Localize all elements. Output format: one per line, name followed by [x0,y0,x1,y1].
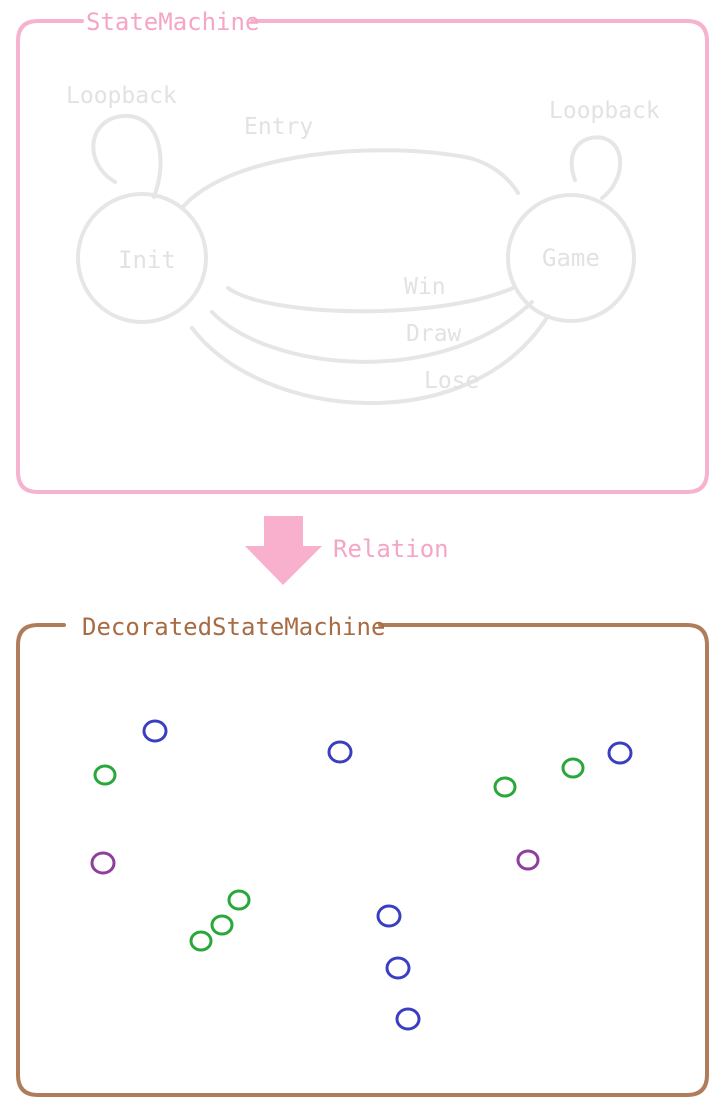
lose-label: Lose [424,368,479,394]
relation-label: Relation [333,535,449,563]
relation-arrow-group: Relation [245,516,449,585]
blue-node [395,1007,421,1031]
game-state-label: Game [542,244,600,272]
faded-state-graph [76,113,636,405]
purple-node [516,849,540,871]
green-node [189,930,213,952]
init-loopback-edge [91,113,163,199]
entry-edge [180,148,520,210]
state-machine-title: StateMachine [86,8,259,36]
green-node [93,764,117,786]
green-node [210,914,234,936]
green-node [227,889,251,911]
draw-label: Draw [406,321,462,347]
game-loopback-edge [569,135,623,200]
win-edge [226,286,515,314]
win-label: Win [404,274,446,300]
init-state-node [76,192,208,324]
entry-label: Entry [244,114,313,140]
purple-node [90,851,116,875]
blue-node [142,719,168,743]
relation-down-arrow-icon [245,516,322,585]
blue-node [607,741,633,765]
state-machine-border [16,19,709,494]
game-state-node [506,193,636,323]
init-loopback-label: Loopback [66,83,177,109]
state-machine-panel: StateMachine Init Game Loopback Loopback… [16,8,709,494]
blue-node [376,904,402,928]
draw-edge [210,300,534,364]
decorated-state-machine-title: DecoratedStateMachine [82,613,385,641]
decorated-state-machine-border [16,623,709,1097]
green-node [561,757,585,779]
game-loopback-label: Loopback [549,98,660,124]
blue-node [385,956,411,980]
blue-node [327,740,353,764]
green-node [493,776,517,798]
lose-edge [190,314,550,405]
decorated-nodes [90,719,633,1031]
init-state-label: Init [118,246,176,274]
decorated-state-machine-panel: DecoratedStateMachine [16,613,709,1097]
